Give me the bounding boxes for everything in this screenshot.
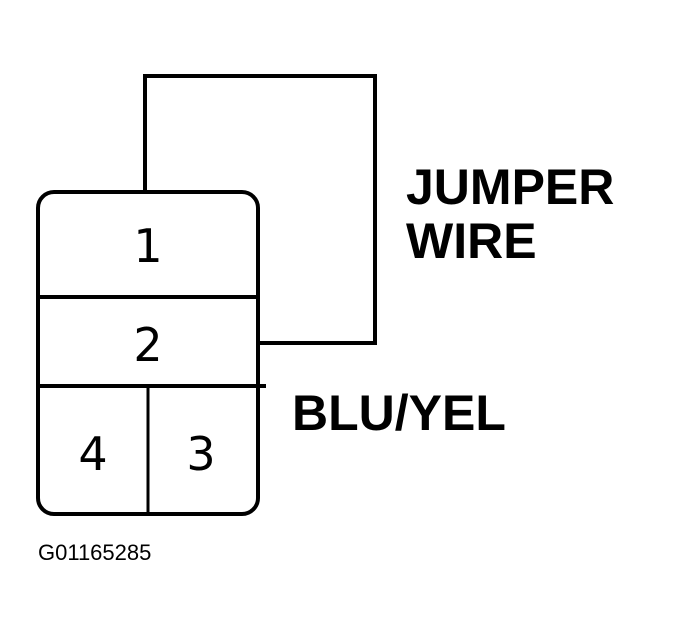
jumper-label-line2: WIRE bbox=[406, 213, 537, 269]
wire-color-label: BLU/YEL bbox=[292, 385, 506, 441]
terminal-3-label: 3 bbox=[186, 427, 215, 481]
terminal-2-label: 2 bbox=[133, 318, 162, 372]
terminal-4-label: 4 bbox=[78, 427, 107, 481]
jumper-label-line1: JUMPER bbox=[406, 159, 614, 215]
jumper-wire bbox=[143, 74, 377, 345]
figure-id: G01165285 bbox=[38, 540, 151, 565]
terminal-1-label: 1 bbox=[133, 219, 162, 273]
